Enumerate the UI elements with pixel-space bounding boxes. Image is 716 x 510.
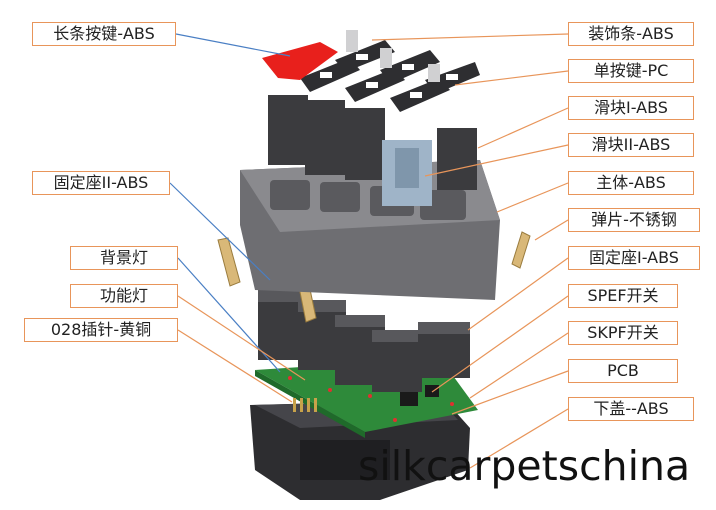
label-single-key: 单按键-PC <box>568 59 694 83</box>
label-trim-strip: 装饰条-ABS <box>568 22 694 46</box>
label-main-body: 主体-ABS <box>568 171 694 195</box>
label-backlight: 背景灯 <box>70 246 178 270</box>
single-key-part <box>300 40 480 112</box>
long-key-part <box>262 42 338 80</box>
label-slider-1: 滑块I-ABS <box>568 96 694 120</box>
trim-strip-part <box>346 30 440 82</box>
leader-lines <box>169 33 569 469</box>
label-spef-switch: SPEF开关 <box>568 284 678 308</box>
label-pcb: PCB <box>568 359 678 383</box>
main-body-part <box>240 160 500 300</box>
label-bracket-2: 固定座II-ABS <box>32 171 170 195</box>
label-spring: 弹片-不锈钢 <box>568 208 700 232</box>
slider-1-part <box>268 95 477 190</box>
label-slider-2: 滑块II-ABS <box>568 133 694 157</box>
label-bracket-1: 固定座I-ABS <box>568 246 700 270</box>
watermark-text: silkcarpetschina <box>358 442 691 490</box>
label-skpf-switch: SKPF开关 <box>568 321 678 345</box>
label-long-key: 长条按键-ABS <box>32 22 176 46</box>
bracket-1-part <box>258 290 470 392</box>
label-bottom-cover: 下盖--ABS <box>568 397 694 421</box>
slider-2-part <box>382 140 432 206</box>
label-function-light: 功能灯 <box>70 284 178 308</box>
label-pin: 028插针-黄铜 <box>24 318 178 342</box>
